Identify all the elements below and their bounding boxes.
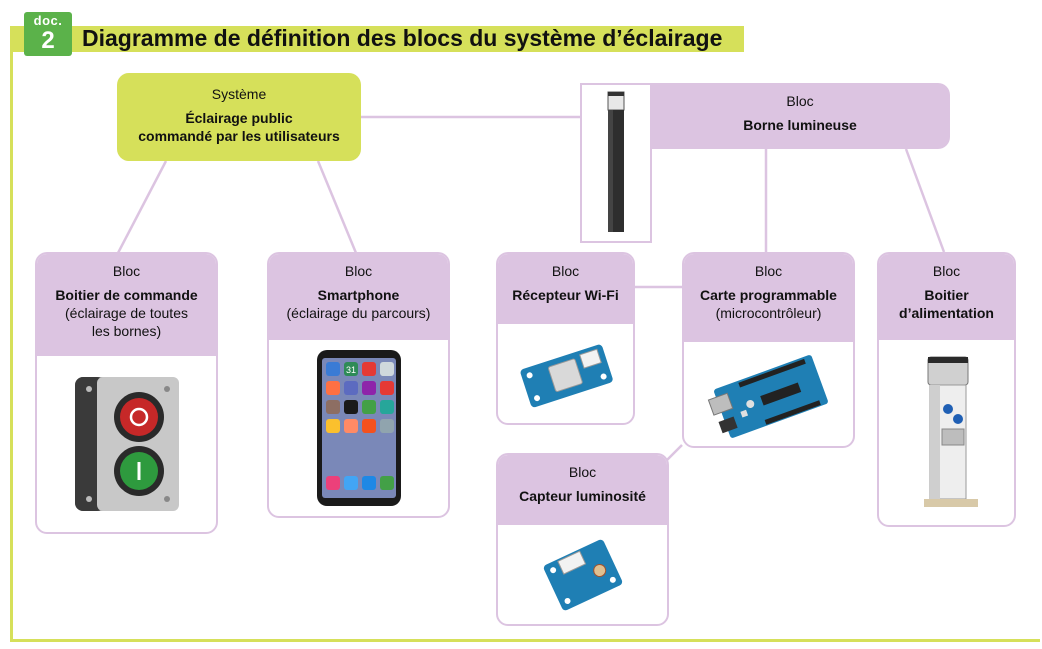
alimentation-name-line2: d’alimentation — [899, 305, 994, 321]
smartphone-header: Bloc Smartphone (éclairage du parcours) — [269, 254, 448, 340]
carte-kind: Bloc — [754, 263, 783, 279]
block-boitier-alimentation: Bloc Boitier d’alimentation — [877, 252, 1016, 527]
push-button-box-icon — [74, 377, 179, 511]
capteur-header: Bloc Capteur luminosité — [498, 455, 667, 525]
system-name-line2: commandé par les utilisateurs — [138, 128, 340, 144]
bollard-icon — [607, 91, 625, 232]
document-frame — [10, 48, 1040, 642]
capteur-photo — [498, 525, 667, 624]
smartphone-icon: 31 — [316, 350, 401, 506]
doc-number: 2 — [41, 27, 55, 54]
block-smartphone: Bloc Smartphone (éclairage du parcours) … — [267, 252, 450, 518]
commande-desc-line1: (éclairage de toutes — [65, 305, 188, 321]
system-block: Système Éclairage public commandé par le… — [117, 73, 361, 161]
alimentation-photo — [879, 340, 1014, 525]
app-search-icon — [325, 362, 340, 376]
system-kind: Système — [211, 86, 267, 102]
alimentation-kind: Bloc — [932, 263, 961, 279]
commande-name: Boitier de commande — [55, 287, 198, 303]
smartphone-desc-line1: (éclairage du parcours) — [286, 305, 431, 321]
app-cloud-icon — [361, 362, 376, 376]
borne-photo — [580, 83, 652, 243]
link-borne-alimentation — [904, 148, 946, 253]
smartphone-kind: Bloc — [344, 263, 373, 279]
block-boitier-de-commande: Bloc Boitier de commande (éclairage de t… — [35, 252, 218, 534]
wifi-kind: Bloc — [551, 263, 580, 279]
carte-header: Bloc Carte programmable (microcontrôleur… — [684, 254, 853, 342]
commande-desc-line2: les bornes) — [91, 323, 162, 339]
block-carte-programmable: Bloc Carte programmable (microcontrôleur… — [682, 252, 855, 448]
alimentation-name-line1: Boitier — [924, 287, 969, 303]
carte-name: Carte programmable — [700, 287, 837, 303]
block-capteur-luminosite: Bloc Capteur luminosité — [496, 453, 669, 626]
capteur-name: Capteur luminosité — [519, 488, 646, 504]
block-recepteur-wifi: Bloc Récepteur Wi-Fi — [496, 252, 635, 425]
commande-photo — [37, 356, 216, 532]
commande-kind: Bloc — [112, 263, 141, 279]
carte-desc-line1: (microcontrôleur) — [715, 305, 822, 321]
alimentation-header: Bloc Boitier d’alimentation — [879, 254, 1014, 340]
light-sensor-icon — [543, 539, 622, 610]
arduino-board-icon — [707, 355, 828, 438]
smartphone-photo: 31 — [269, 340, 448, 516]
wifi-header: Bloc Récepteur Wi-Fi — [498, 254, 633, 324]
borne-name: Borne lumineuse — [743, 117, 857, 133]
page-title: Diagramme de définition des blocs du sys… — [82, 25, 723, 51]
smartphone-name: Smartphone — [317, 287, 400, 303]
carte-photo — [684, 342, 853, 446]
wifi-photo — [498, 324, 633, 423]
link-system-smartphone — [316, 160, 358, 254]
borne-kind: Bloc — [786, 93, 814, 109]
doc-label: doc. — [33, 13, 63, 28]
wifi-module-icon — [520, 344, 613, 407]
block-borne-lumineuse: Bloc Borne lumineuse — [580, 83, 952, 243]
calendar-day: 31 — [345, 365, 355, 375]
capteur-kind: Bloc — [568, 464, 597, 480]
title-bar — [10, 26, 744, 52]
borne-header: Bloc Borne lumineuse — [650, 83, 950, 149]
wifi-name: Récepteur Wi-Fi — [512, 287, 619, 303]
commande-header: Bloc Boitier de commande (éclairage de t… — [37, 254, 216, 356]
system-name-line1: Éclairage public — [185, 110, 293, 126]
link-system-commande — [116, 160, 168, 254]
power-bollard-icon — [923, 356, 978, 507]
doc-badge: doc. 2 — [24, 12, 72, 56]
